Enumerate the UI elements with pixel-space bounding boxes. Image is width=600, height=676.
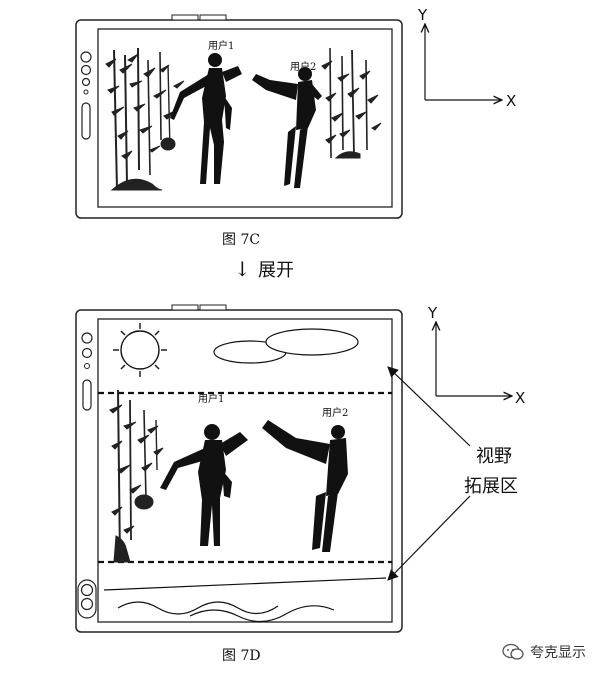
caption-7c: 图 7C: [222, 232, 260, 248]
user1-label-top: 用户1: [208, 39, 234, 52]
water-wave: [189, 605, 335, 623]
callout-label-line2: 拓展区: [464, 476, 518, 497]
axes-top: Y X: [417, 6, 516, 110]
bamboo-left-illustration: [105, 47, 185, 191]
user1-silhouette: [170, 53, 242, 184]
water-wave: [117, 601, 279, 615]
user1-label-bottom: 用户1: [198, 392, 224, 405]
axis-y-label-top: Y: [417, 6, 428, 24]
unfold-label: 展开: [258, 260, 294, 281]
user2-label-top: 用户2: [290, 60, 316, 73]
device-folded: 用户1 用户2: [75, 14, 403, 219]
bamboo-left-illustration: [109, 389, 164, 563]
watermark: 夸克显示: [502, 642, 586, 662]
unfold-transition: ↓ 展开: [234, 257, 294, 281]
device-unfolded: 用户1 用户2: [75, 304, 403, 633]
expansion-callout: 视野 拓展区: [387, 366, 518, 581]
user2-label-bottom: 用户2: [322, 406, 348, 419]
camera-cluster-icon: [80, 51, 92, 140]
cloud-icon: [213, 328, 359, 364]
callout-label-line1: 视野: [476, 446, 512, 467]
axes-bottom: Y X: [427, 304, 525, 407]
user1-silhouette: [160, 424, 248, 546]
axis-y-label-bottom: Y: [427, 304, 438, 322]
bamboo-right-illustration: [321, 47, 382, 159]
ground-line: [103, 577, 387, 591]
watermark-text: 夸克显示: [530, 645, 586, 661]
axis-x-label-bottom: X: [515, 389, 525, 407]
down-arrow-icon: ↓: [234, 257, 251, 281]
sun-icon: [113, 323, 167, 377]
wechat-icon: [502, 643, 524, 660]
camera-cluster-icon: [81, 332, 93, 411]
user2-silhouette: [252, 67, 322, 188]
axis-x-label-top: X: [506, 92, 516, 110]
bottom-camera-cluster-icon: [77, 579, 97, 619]
user2-silhouette: [262, 420, 348, 552]
caption-7d: 图 7D: [222, 648, 261, 664]
